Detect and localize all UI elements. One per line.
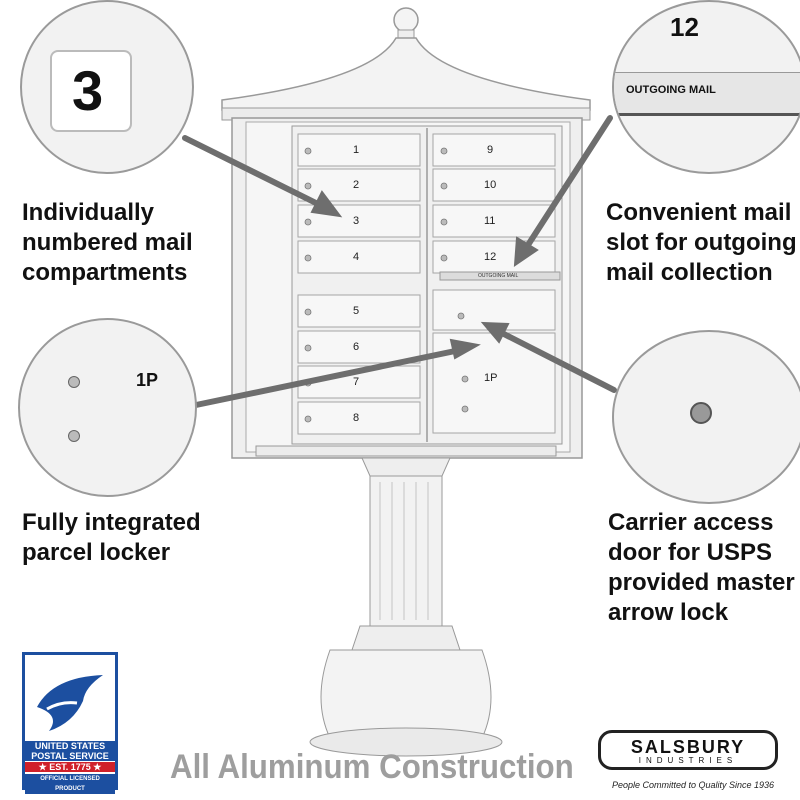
compartment-label-7: 7 bbox=[353, 376, 360, 388]
caption-line: Carrier access bbox=[608, 509, 774, 536]
footer-title: All Aluminum Construction bbox=[170, 748, 574, 786]
number-plate bbox=[50, 50, 132, 132]
zoom-outgoing-label: OUTGOING MAIL bbox=[626, 84, 716, 96]
salsbury-sub: INDUSTRIES bbox=[638, 756, 738, 765]
caption-line: Fully integrated bbox=[22, 509, 201, 536]
zoom-carrier-door bbox=[612, 330, 800, 504]
zoom-numbered-compartment: 3 bbox=[20, 0, 194, 174]
salsbury-name: SALSBURY bbox=[630, 737, 746, 757]
compartment-label-9: 9 bbox=[487, 144, 494, 156]
usps-est: ★ EST. 1775 ★ bbox=[25, 762, 115, 772]
usps-logo: UNITED STATES POSTAL SERVICE ★ EST. 1775… bbox=[22, 652, 118, 794]
master-lock-icon bbox=[690, 402, 712, 424]
lock-icon bbox=[68, 376, 80, 388]
compartment-label-5: 5 bbox=[353, 305, 360, 317]
zoom-number-3: 3 bbox=[72, 59, 104, 122]
zoom-number-12: 12 bbox=[670, 12, 699, 42]
caption-line: mail collection bbox=[606, 259, 773, 286]
caption-carrier-access: Carrier access door for USPS provided ma… bbox=[608, 508, 795, 628]
caption-line: compartments bbox=[22, 259, 188, 286]
salsbury-tagline: People Committed to Quality Since 1936 bbox=[611, 780, 775, 790]
lock-icon bbox=[68, 430, 80, 442]
salsbury-logo: SALSBURY INDUSTRIES bbox=[598, 730, 778, 770]
caption-numbered-compartments: Individually numbered mail compartments bbox=[22, 198, 193, 288]
parcel-locker-label: 1P bbox=[484, 372, 498, 384]
compartment-label-4: 4 bbox=[353, 251, 360, 263]
usps-line1: UNITED STATES bbox=[25, 741, 115, 751]
caption-line: Convenient mail bbox=[606, 199, 792, 226]
eagle-icon bbox=[37, 675, 103, 731]
caption-line: parcel locker bbox=[22, 539, 171, 566]
usps-official: OFFICIAL LICENSED PRODUCT bbox=[25, 774, 115, 794]
compartment-label-12: 12 bbox=[484, 251, 497, 263]
compartment-label-11: 11 bbox=[484, 215, 496, 227]
caption-line: arrow lock bbox=[608, 599, 729, 626]
usps-line2: POSTAL SERVICE bbox=[25, 751, 115, 761]
caption-line: slot for outgoing bbox=[606, 229, 797, 256]
compartment-label-2: 2 bbox=[353, 179, 360, 191]
compartment-label-6: 6 bbox=[353, 341, 360, 353]
compartment-label-8: 8 bbox=[353, 412, 360, 424]
compartment-label-1: 1 bbox=[353, 144, 360, 156]
caption-parcel-locker: Fully integrated parcel locker bbox=[22, 508, 201, 568]
compartment-label-3: 3 bbox=[353, 215, 360, 227]
caption-line: provided master bbox=[608, 569, 795, 596]
caption-line: numbered mail bbox=[22, 229, 193, 256]
compartment-label-10: 10 bbox=[484, 179, 497, 191]
zoom-parcel-locker: 1P bbox=[18, 318, 197, 497]
caption-outgoing-slot: Convenient mail slot for outgoing mail c… bbox=[606, 198, 797, 288]
caption-line: door for USPS bbox=[608, 539, 773, 566]
outgoing-slot-label: OUTGOING MAIL bbox=[478, 273, 519, 279]
caption-line: Individually bbox=[22, 199, 155, 226]
zoom-outgoing-slot: 12 OUTGOING MAIL bbox=[612, 0, 800, 174]
slot-rail bbox=[614, 72, 800, 116]
zoom-parcel-label: 1P bbox=[136, 370, 159, 390]
